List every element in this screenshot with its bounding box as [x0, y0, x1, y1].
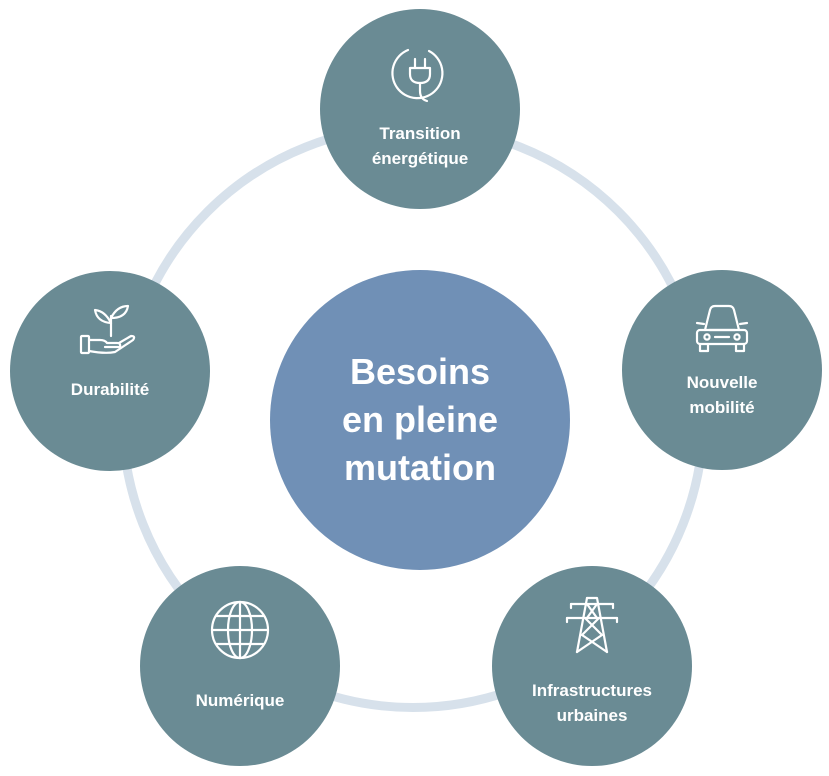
node-label-line: Nouvelle	[686, 373, 758, 392]
node-label: Numérique	[150, 688, 330, 713]
node-label-line: Numérique	[195, 691, 285, 710]
car-icon	[687, 294, 757, 364]
hand-plant-icon	[75, 296, 145, 366]
node-label: Infrastructures urbaines	[502, 678, 682, 728]
node-nouvelle-mobilite: Nouvelle mobilité	[622, 270, 822, 470]
center-circle: Besoins en pleine mutation	[270, 270, 570, 570]
globe-icon	[205, 595, 275, 665]
node-label-line: énergétique	[371, 149, 469, 168]
node-label-line: Durabilité	[70, 380, 150, 399]
center-title: Besoins en pleine mutation	[342, 348, 498, 492]
node-label-line: urbaines	[556, 706, 628, 725]
plug-icon	[385, 41, 455, 111]
center-title-line: Besoins	[349, 351, 491, 392]
center-title-line: mutation	[344, 447, 496, 488]
node-durabilite: Durabilité	[10, 271, 210, 471]
power-pylon-icon	[557, 590, 627, 660]
node-label-line: Infrastructures	[532, 681, 652, 700]
node-numerique: Numérique	[140, 566, 340, 766]
node-label-line: Transition	[379, 124, 461, 143]
node-infrastructures-urbaines: Infrastructures urbaines	[492, 566, 692, 766]
node-label-line: mobilité	[689, 398, 755, 417]
center-title-line: en pleine	[341, 399, 499, 440]
node-label: Nouvelle mobilité	[632, 370, 812, 420]
node-label: Durabilité	[20, 377, 200, 402]
node-label: Transition énergétique	[330, 121, 510, 171]
node-transition-energetique: Transition énergétique	[320, 9, 520, 209]
